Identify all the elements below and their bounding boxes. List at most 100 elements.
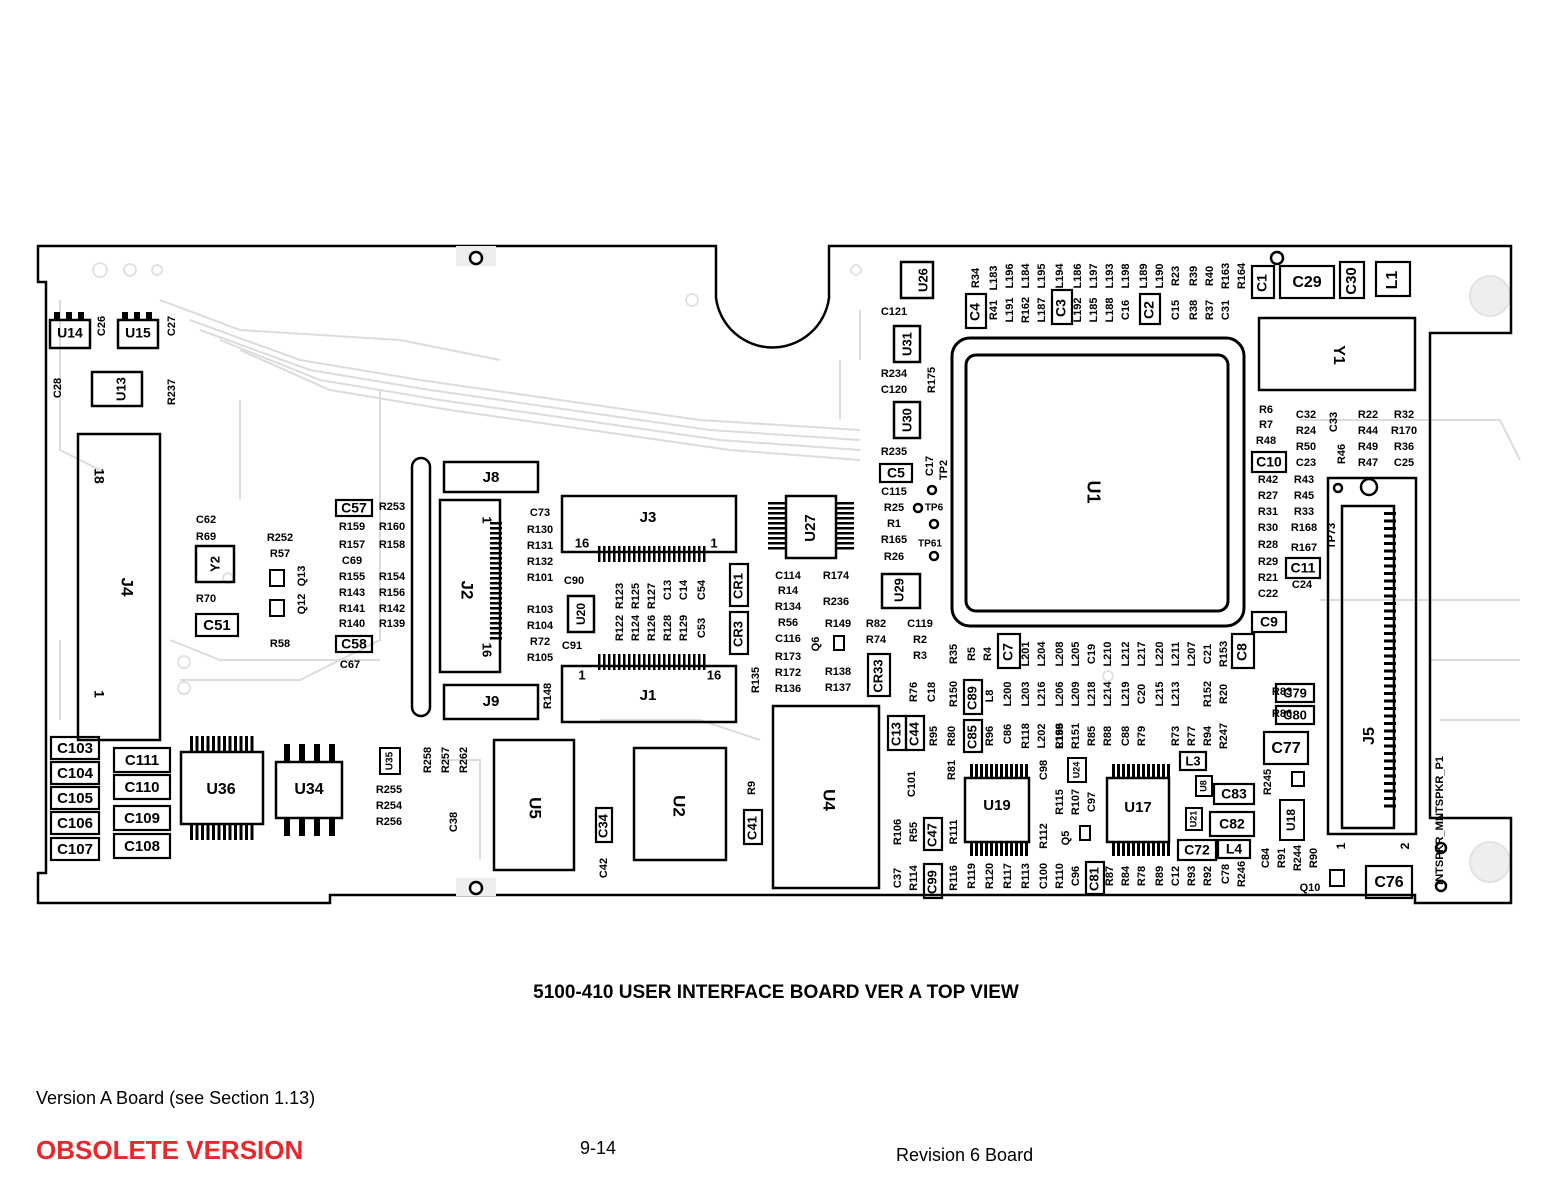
u14-pin [54,312,60,320]
j5-pin [1384,684,1396,688]
u19-pin [1005,842,1008,856]
u36-pin [245,824,248,840]
j5-pin [1384,759,1396,763]
label-c58: C58 [341,636,367,652]
label-r150: R150 [948,681,960,707]
label-c108: C108 [124,838,160,855]
label-u34: U34 [294,781,323,798]
box-c83 [1212,782,1256,806]
j5-connector [1326,476,1418,836]
j5-pin [1384,639,1396,643]
y1-crystal [1257,316,1417,392]
label-r47: R47 [1358,457,1378,469]
u34-pin [284,818,290,836]
label-r256: R256 [376,816,402,828]
diagram-title: 5100-410 USER INTERFACE BOARD VER A TOP … [533,982,1019,1003]
box-c9 [1250,610,1288,634]
label-q6: Q6 [810,637,822,652]
u27-pin [768,522,786,525]
u17-pin [1122,842,1125,856]
box-c77 [1262,730,1310,766]
box-c109 [112,804,172,832]
label-j2: J2 [458,581,477,600]
label-r113: R113 [1020,863,1032,889]
u36-pin [234,824,237,840]
label-r24: R24 [1296,425,1317,437]
u36-pin [234,736,237,752]
label-r148: R148 [542,683,554,709]
label-r80: R80 [946,726,958,746]
mount-hole-bottom [468,880,484,896]
label-l214: L214 [1102,681,1114,707]
label-c111: C111 [125,752,159,769]
u19-pin [1020,764,1023,778]
j3-pin [683,546,686,562]
j1-pin [673,654,676,670]
u14-pin [78,312,84,320]
u17-pin [1167,842,1170,856]
j5-pin [1384,737,1396,740]
box-c57 [334,498,374,518]
u8-ic [1195,775,1213,797]
label-r23: R23 [1170,266,1182,286]
u19-pin [980,764,983,778]
label-c30: C30 [1343,267,1360,295]
u17-pin [1157,842,1160,856]
j5-pin [1384,782,1396,785]
label-r38: R38 [1188,300,1200,320]
j1-pin [668,654,671,670]
label-c97: C97 [1086,792,1098,812]
label-r72: R72 [530,636,550,648]
label-c29: C29 [1292,274,1321,291]
u27-pin [836,537,854,540]
label-r152: R152 [1202,681,1214,707]
label-r3: R3 [913,650,927,662]
label-u26: U26 [915,268,930,292]
j3-pin [668,546,671,562]
box-c11 [1284,556,1322,580]
label-r36: R36 [1394,441,1414,453]
label-l187: L187 [1036,297,1048,322]
u31-ic [892,324,922,364]
u36-pin [212,824,215,840]
pcb-traces [59,299,1521,860]
label-c41: C41 [744,816,759,840]
label-l218: L218 [1086,681,1098,706]
label-r160: R160 [379,521,405,533]
u36-pin [190,736,193,752]
label-r247: R247 [1218,723,1230,749]
box-c41 [742,808,764,846]
u27-pin [768,547,786,550]
j2-pin [490,622,502,625]
label-r50: R50 [1296,441,1316,453]
label-c24: C24 [1292,579,1313,591]
box-c81 [1084,860,1106,896]
label-r139: R139 [379,618,405,630]
label-l217: L217 [1136,641,1148,666]
j5-pin [1384,527,1396,530]
j3-pin [618,546,621,562]
j2-pin [490,557,502,560]
u17-pin [1132,842,1135,856]
box-cr33 [866,652,892,698]
label-r138: R138 [825,666,851,678]
label-y1: Y1 [1330,345,1347,365]
label-c91: C91 [562,640,582,652]
label-q12: Q12 [296,594,308,615]
faint-pads [92,262,1511,883]
u27-pin [768,502,786,505]
label-r105: R105 [527,652,553,664]
label-c72: C72 [1184,842,1210,858]
box-c104 [49,760,101,786]
u17-pin [1152,842,1155,856]
j5-pin [1384,729,1396,733]
label-c69: C69 [342,555,362,567]
label-l189: L189 [1138,263,1150,288]
u18-ic [1279,799,1305,841]
transistor [269,599,285,617]
u27-pin [768,517,786,520]
j2-pin [490,577,502,580]
label-c7: C7 [1000,643,1016,661]
j2-pin [490,627,502,630]
box-c34 [594,806,614,844]
